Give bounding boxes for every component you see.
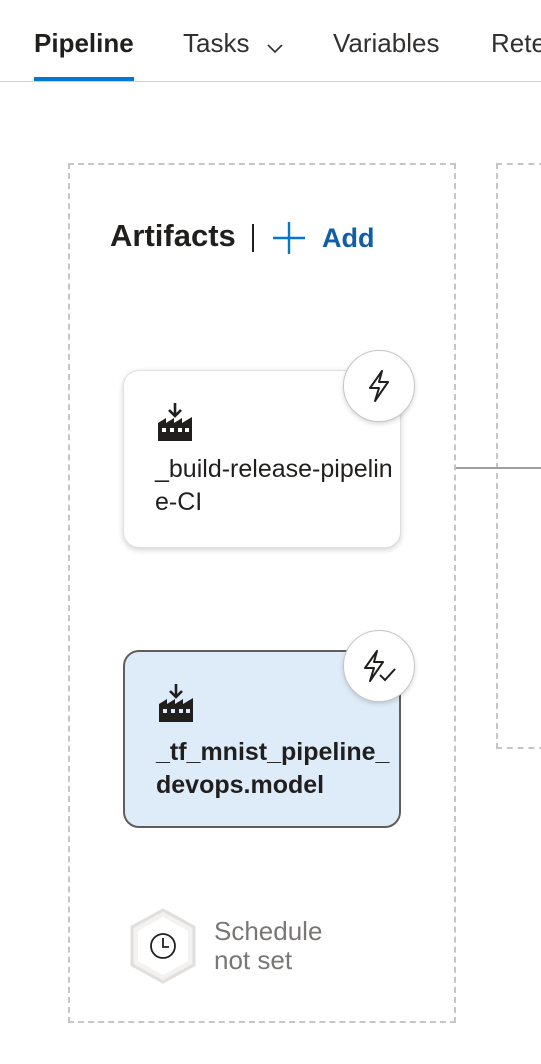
chevron-down-icon: [267, 2, 283, 88]
continuous-deployment-trigger-button[interactable]: [343, 350, 415, 422]
build-artifact-icon: [158, 403, 192, 441]
artifacts-panel: [68, 163, 456, 1023]
schedule-status-label: Schedule not set: [214, 916, 323, 975]
artifact-stage-connector: [456, 467, 541, 469]
artifacts-title: Artifacts: [110, 218, 236, 253]
stages-panel: [496, 163, 541, 749]
artifact-name: _tf_mnist_pipeline_devops.model: [156, 738, 390, 799]
tab-selected-indicator: [34, 77, 134, 81]
clock-icon: [130, 908, 196, 984]
tab-pipeline[interactable]: Pipeline: [34, 0, 134, 82]
tab-variables-label: Variables: [333, 28, 440, 58]
add-artifact-label: Add: [322, 222, 375, 253]
tab-variables[interactable]: Variables: [333, 0, 439, 82]
build-artifact-icon: [159, 684, 193, 722]
plus-icon: [273, 222, 305, 254]
tab-tasks[interactable]: Tasks: [183, 0, 283, 82]
tab-retention[interactable]: Rete: [491, 0, 541, 82]
tab-retention-label: Rete: [491, 28, 541, 58]
pipeline-tab-bar: Pipeline Tasks Variables Rete: [0, 0, 541, 82]
title-divider: [252, 224, 254, 252]
schedule-button[interactable]: [127, 906, 199, 986]
lightning-check-icon: [364, 650, 396, 682]
tab-pipeline-label: Pipeline: [34, 28, 134, 58]
lightning-icon: [369, 370, 389, 402]
tab-tasks-label: Tasks: [183, 28, 250, 58]
artifact-name: _build-release-pipeline-CI: [155, 455, 393, 516]
add-artifact-button[interactable]: Add: [272, 218, 374, 258]
continuous-deployment-trigger-button[interactable]: [343, 630, 415, 702]
